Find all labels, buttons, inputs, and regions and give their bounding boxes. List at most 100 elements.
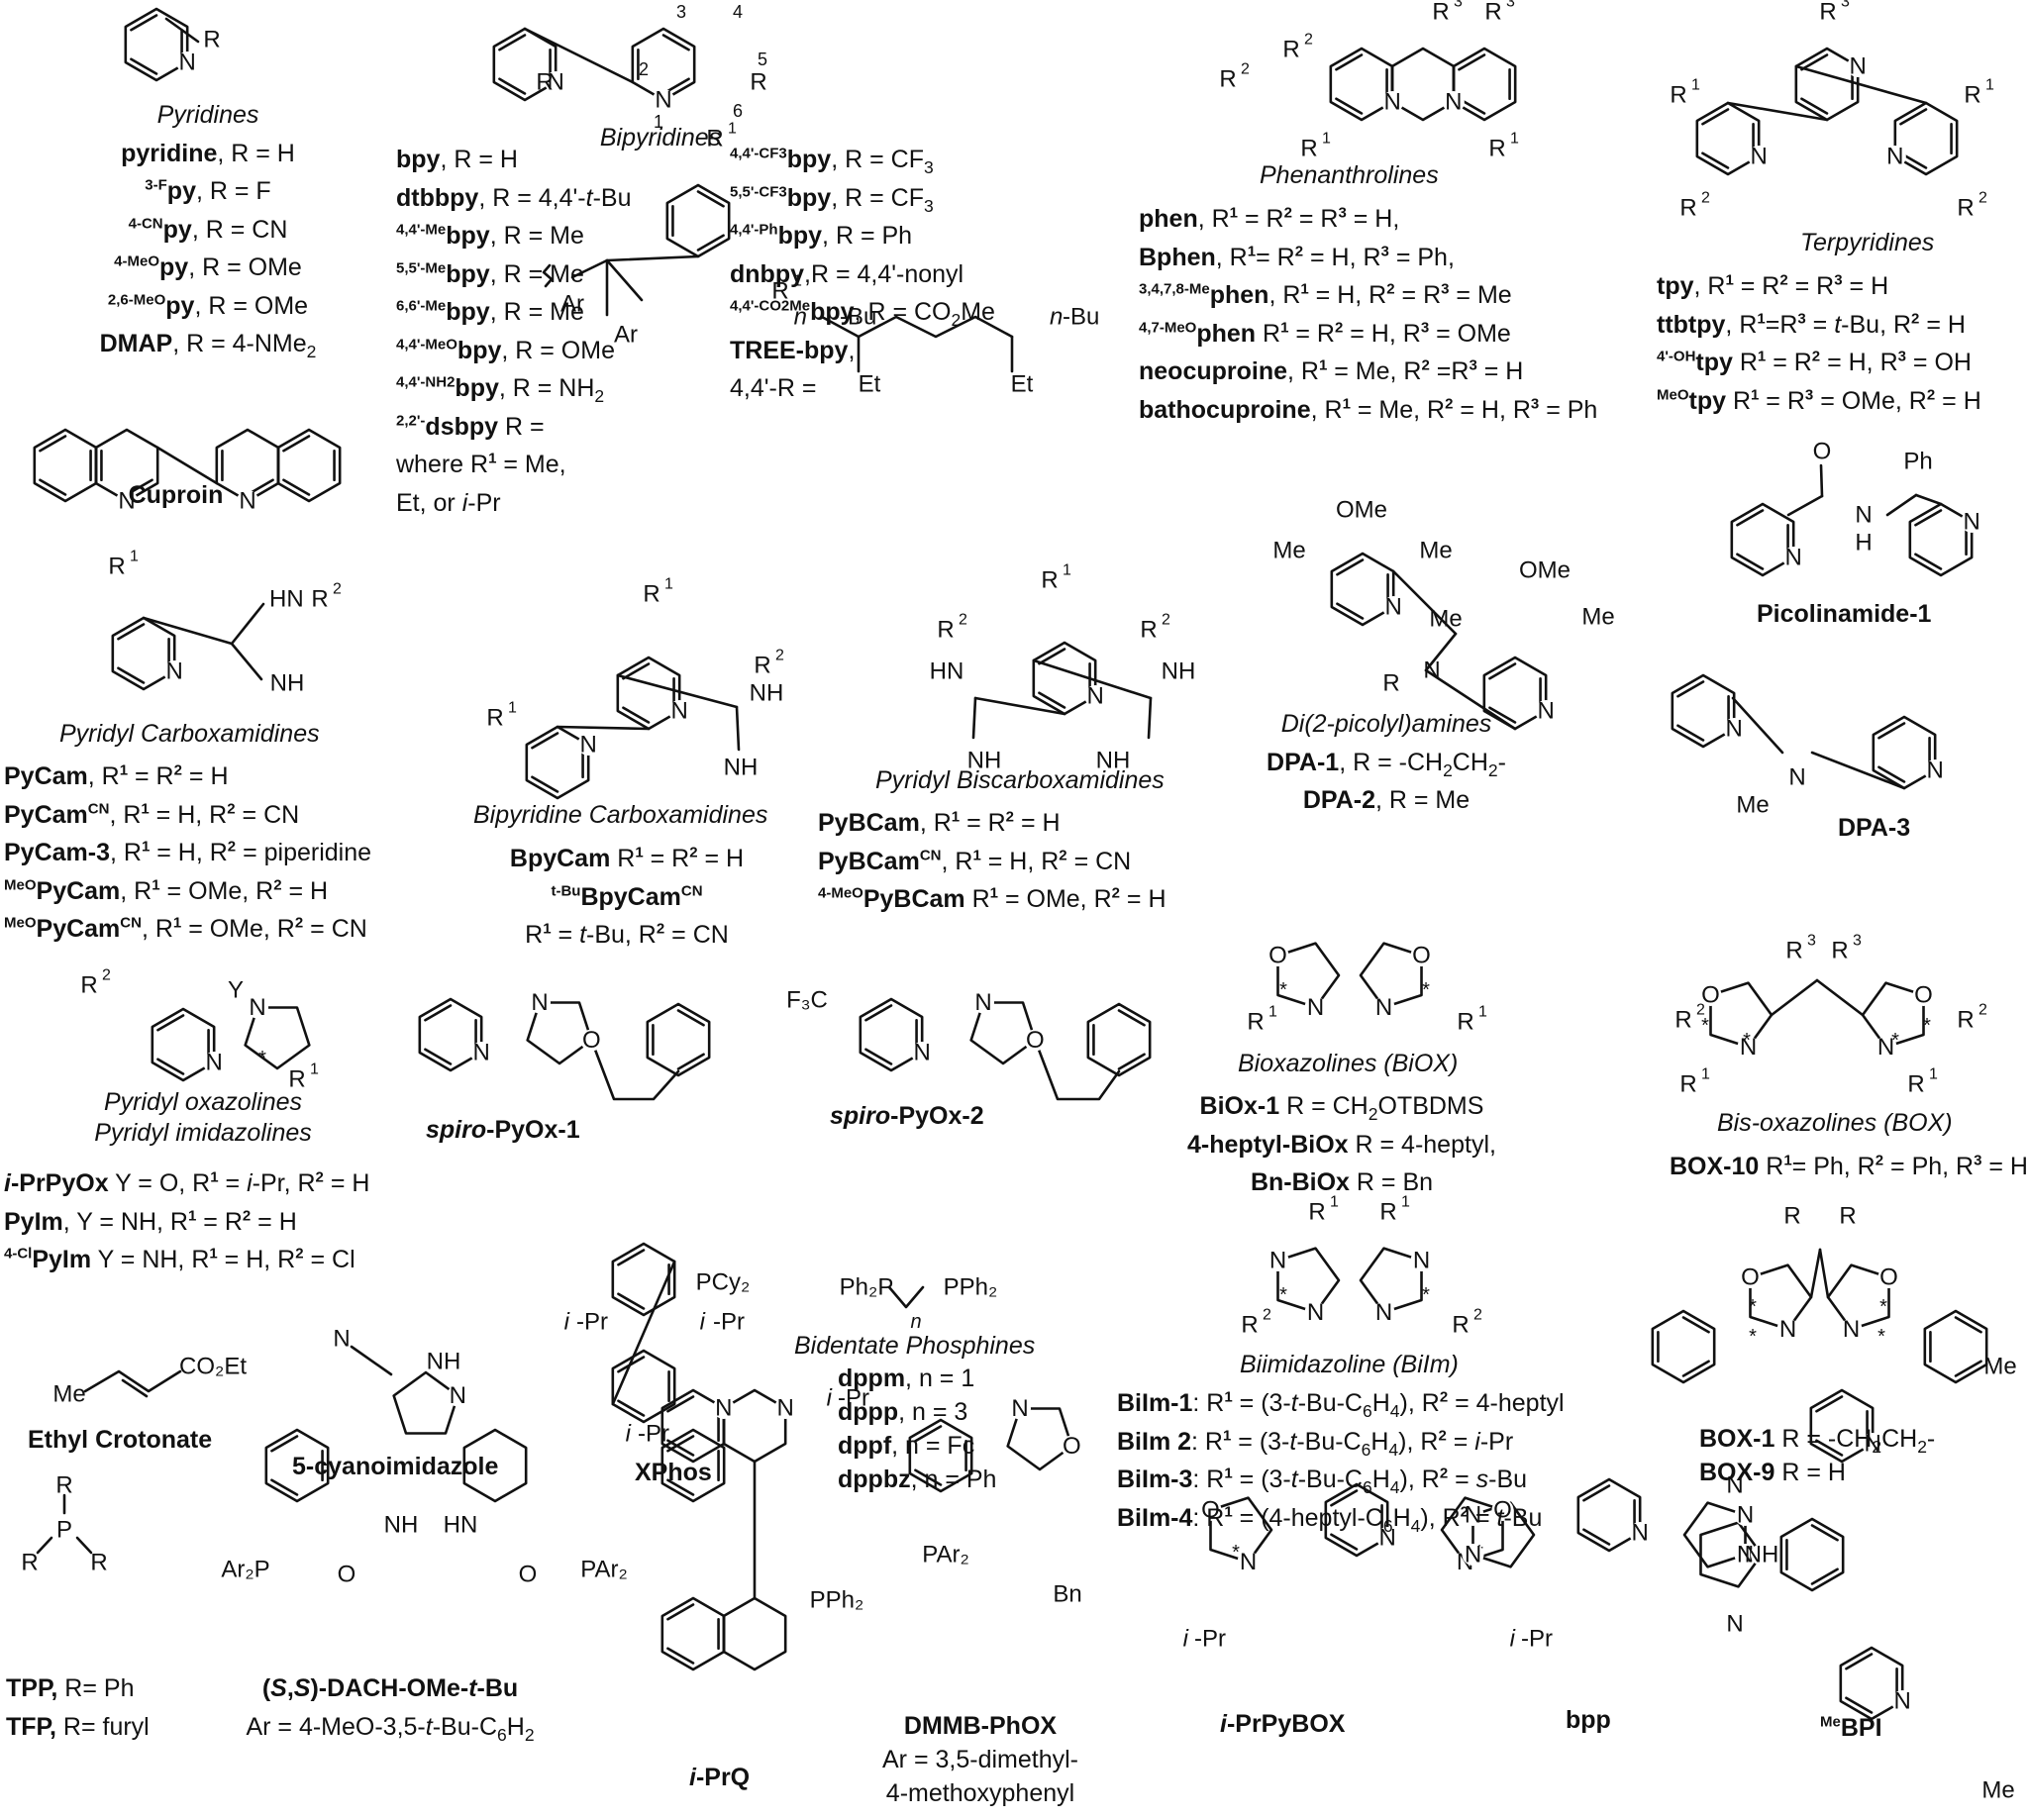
double-bond	[1914, 509, 1943, 527]
entry-line: DPA-3	[1838, 814, 1911, 842]
entry-line: pyridine, R = H	[121, 139, 295, 167]
terpyridines-caption: Terpyridines	[1800, 229, 1935, 256]
entry-line: BiIm-3: R1 = (3-t-Bu-C6H4), R2 = s-Bu	[1117, 1465, 1528, 1497]
imidazole-ring	[392, 1370, 459, 1435]
bond	[1424, 668, 1517, 731]
atom-label-N: N	[473, 1040, 490, 1066]
double-bond	[1845, 1696, 1874, 1714]
spiro2-ring	[1037, 1048, 1121, 1101]
atom-label-N: N	[531, 989, 548, 1016]
atom-label-sup1: 1	[1063, 562, 1071, 579]
atom-label-sup2: 2	[1978, 190, 1987, 207]
atom-label-sup2: 2	[959, 612, 967, 629]
box-block: BOX-10 R1= Ph, R2 = Ph, R3 = H	[1670, 1148, 2028, 1186]
xphos-name: XPhos	[635, 1454, 712, 1492]
atom-label-R: R	[486, 705, 503, 732]
atom-mask	[1734, 1543, 1757, 1566]
atom-mask	[1237, 1551, 1260, 1573]
bond	[1726, 101, 1829, 122]
entry-line: 5,5'-CF3bpy, R = CF3	[730, 183, 934, 216]
atom-label-iPr: i	[827, 1385, 833, 1412]
tpy-ring-1	[1695, 101, 1761, 176]
phen-ring-3	[1452, 47, 1517, 122]
bond	[1815, 978, 1865, 1017]
atom-label-N: N	[655, 87, 671, 114]
double-bond	[39, 478, 67, 496]
bond	[1819, 463, 1824, 498]
double-bond	[1877, 722, 1906, 740]
atom-mask	[1924, 759, 1947, 781]
atom-label-star: *	[1422, 979, 1430, 1001]
atom-label-R: R	[1785, 938, 1802, 964]
bpp-pyrazole-2	[1682, 1501, 1747, 1568]
dpa3-name: DPA-3	[1838, 809, 1910, 848]
box1-block: BOX-1 R = -CH2CH2-BOX-9 R = H	[1699, 1422, 1935, 1489]
atom-label-R: R	[536, 69, 553, 96]
atom-label-R: R	[1379, 1199, 1396, 1226]
double-bond	[117, 623, 146, 641]
atom-label-O: O	[1493, 1497, 1512, 1524]
pycam-caption: Pyridyl Carboxamidines	[59, 720, 320, 748]
atom-label-R: R	[1679, 195, 1696, 222]
atom-label-R: R	[1964, 82, 1980, 109]
entry-line: 4,4'-NH2bpy, R = NH2	[396, 373, 605, 406]
atom-label-sup1: 1	[508, 700, 517, 717]
double-bond	[1335, 53, 1364, 71]
atom-mask	[1739, 1266, 1762, 1289]
entry-line: PyCam, R1 = R2 = H	[4, 761, 229, 790]
entry-line: bathocuproine, R1 = Me, R2 = H, R3 = Ph	[1139, 395, 1598, 424]
phen-caption-block: Phenanthrolines	[1260, 156, 1439, 195]
atom-label-sup2: 2	[333, 581, 342, 598]
entry-line: i-PrQ	[689, 1764, 751, 1791]
atom-label-R: R	[1140, 617, 1157, 644]
atom-label-num4: 4	[733, 2, 743, 22]
entry-line: 5,5'-Mebpy, R = Me	[396, 259, 584, 288]
double-bond	[270, 1478, 299, 1496]
atom-mask	[1535, 700, 1558, 722]
atom-label-N: N	[249, 994, 265, 1021]
double-bond	[1582, 1484, 1611, 1502]
entry-line: Cuproin	[128, 481, 224, 509]
atom-label-R: R	[1041, 567, 1058, 594]
double-bond	[130, 14, 158, 32]
entry-line: i-PrPyBOX	[1220, 1710, 1346, 1738]
entry-line: 4-methoxyphenyl	[885, 1779, 1075, 1807]
picolinamide-name: Picolinamide-1	[1757, 595, 1931, 634]
pyox-ring	[151, 1007, 216, 1082]
double-bond	[864, 1048, 893, 1065]
atom-label-N: N	[166, 658, 183, 685]
atom-label-R: R	[643, 581, 659, 608]
atom-mask	[1912, 984, 1935, 1007]
entry-line: PyCam-3, R1 = H, R2 = piperidine	[4, 838, 372, 866]
atom-label-sup3: 3	[1807, 933, 1816, 950]
atom-label-R: R	[1219, 66, 1236, 93]
double-bond	[156, 1058, 185, 1075]
atom-label-OMe: OMe	[1336, 497, 1387, 524]
xphos-ring-1	[611, 1242, 676, 1317]
bpp-pyrazole-1	[1471, 1501, 1536, 1568]
atom-label-R: R	[1308, 1199, 1325, 1226]
pyox-caption-2: Pyridyl imidazolines	[94, 1119, 312, 1147]
bond	[142, 616, 234, 646]
atom-label-R: R	[288, 1066, 305, 1093]
atom-label-R: R	[1457, 1009, 1473, 1036]
atom-label-HN: HN	[444, 1512, 478, 1539]
double-bond	[666, 1603, 695, 1621]
entry-line: bpy, R = H	[396, 146, 518, 173]
pycam-ring	[111, 616, 176, 691]
atom-mask	[1372, 996, 1395, 1019]
entry-line: XPhos	[635, 1459, 712, 1486]
atom-label-HN: HN	[930, 658, 964, 685]
entry-line: MeOPyCam, R1 = OMe, R2 = H	[4, 876, 329, 905]
atom-label-N: N	[1538, 698, 1555, 725]
atom-label-sup2: 2	[102, 967, 111, 984]
entry-line: TPP, R= Ph	[6, 1674, 135, 1702]
atom-label-Pr: -Pr	[638, 1421, 669, 1448]
atom-mask	[545, 71, 567, 93]
bond	[121, 1378, 149, 1398]
atom-mask	[1024, 1029, 1047, 1052]
